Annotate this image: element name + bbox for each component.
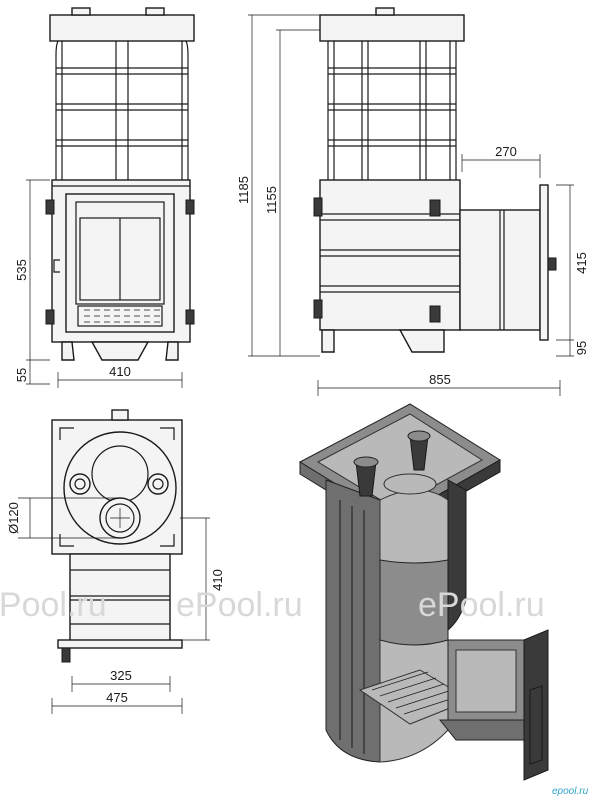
cutaway-cylinder-left	[325, 479, 381, 763]
side-latch-bottom	[429, 305, 441, 323]
top-view: Ø120 410 325 475	[6, 409, 225, 714]
top-corner-brackets	[59, 427, 175, 547]
cutaway-cylinder-right	[447, 479, 467, 632]
top-dim-lines	[18, 497, 210, 714]
top-tunnel	[69, 553, 171, 645]
dim-top-120: Ø120	[6, 502, 21, 534]
front-cage-outer	[55, 40, 189, 180]
side-latch-top	[429, 199, 441, 217]
front-leg-right	[165, 341, 179, 361]
cutaway-grate-bars	[371, 671, 461, 715]
front-cage-rings	[56, 67, 188, 147]
dim-side-270: 270	[495, 144, 517, 159]
top-nub	[111, 409, 129, 421]
brand-logo: epool.ru	[552, 786, 589, 797]
top-rod-right-inner	[152, 478, 164, 490]
top-body-circle	[63, 431, 177, 545]
front-ash-slots	[84, 309, 160, 323]
side-leg-left	[321, 329, 335, 353]
watermark-center: ePool.ru	[176, 586, 303, 624]
watermark-right: ePool.ru	[418, 586, 545, 624]
side-cage-rings	[328, 67, 456, 147]
side-leg-right	[398, 329, 445, 353]
side-hinge-top	[313, 197, 323, 217]
front-hinge-left-bottom	[45, 309, 55, 325]
dim-front-55: 55	[14, 368, 29, 382]
cutaway-pipe-right-rim	[407, 430, 431, 442]
dim-side-1155: 1155	[264, 186, 279, 214]
front-view: 535 55 410	[14, 7, 195, 388]
top-flue-inner	[105, 503, 135, 533]
dim-side-855: 855	[429, 372, 451, 387]
front-door-handle	[53, 259, 60, 273]
side-dim-lines	[248, 14, 574, 396]
cutaway-pipe-left-rim	[353, 456, 379, 468]
cutaway-door-grille	[529, 685, 543, 765]
side-top-plate	[319, 14, 465, 42]
dim-side-95: 95	[574, 341, 589, 355]
front-dim-lines	[26, 179, 183, 388]
watermark-left: ePool.ru	[0, 586, 107, 624]
front-ash-box	[90, 341, 150, 361]
cutaway-cylinder-ribs	[339, 500, 365, 754]
cutaway-flue-ring	[383, 473, 437, 495]
top-tunnel-flange	[57, 639, 183, 649]
dim-front-410: 410	[109, 364, 131, 379]
front-hinge-right-bottom	[185, 309, 195, 325]
top-rod-left-inner	[74, 478, 86, 490]
side-tunnel-flange	[539, 184, 549, 341]
side-view: 1185 1155 270 415 95 855	[236, 7, 589, 396]
dim-top-410: 410	[210, 569, 225, 591]
dim-top-475: 475	[106, 690, 128, 705]
top-flue-cross	[110, 508, 130, 528]
front-leg-left	[61, 341, 75, 361]
top-rod-right	[147, 473, 169, 495]
side-firebox-rings	[320, 213, 460, 293]
side-tunnel-band	[499, 210, 505, 330]
top-tunnel-clip	[61, 647, 71, 663]
front-door-frame	[75, 201, 165, 305]
front-hinge-left-top	[45, 199, 55, 215]
side-tunnel-clip	[547, 257, 557, 271]
side-hinge-bottom	[313, 299, 323, 319]
top-rod-left	[69, 473, 91, 495]
side-top-nub	[375, 7, 395, 16]
dim-front-535: 535	[14, 259, 29, 281]
front-top-plate	[49, 14, 195, 42]
dim-side-1185: 1185	[236, 176, 251, 204]
cutaway-tunnel-inner	[455, 649, 517, 713]
top-tunnel-bands	[70, 569, 170, 625]
front-top-nub-right	[145, 7, 165, 16]
front-ash-grille	[77, 305, 163, 327]
dim-top-325: 325	[110, 668, 132, 683]
front-hinge-right-top	[185, 199, 195, 215]
dim-side-415: 415	[574, 252, 589, 274]
front-top-nub-left	[71, 7, 91, 16]
cutaway-view	[298, 403, 549, 781]
